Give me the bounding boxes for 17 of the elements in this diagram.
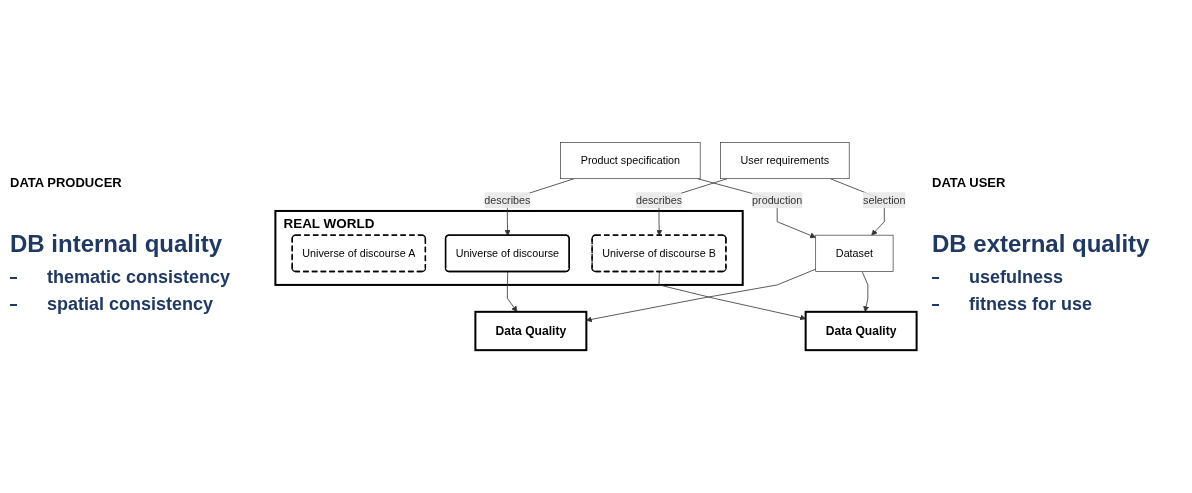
list-item: thematic consistency: [47, 267, 231, 288]
node-box: Dataset: [815, 235, 894, 273]
list-item: spatial consistency: [47, 294, 214, 315]
list-item: fitness for use: [969, 294, 1093, 315]
edge-label: production: [752, 194, 803, 206]
section-heading: DB internal quality: [10, 230, 223, 258]
role-label: DATA PRODUCER: [10, 175, 122, 190]
edge-label: describes: [484, 194, 531, 206]
edge-label: describes: [635, 194, 683, 206]
edge-label: selection: [863, 194, 906, 206]
node-box: User requirements: [720, 142, 850, 180]
node-box: Data Quality: [474, 311, 588, 352]
node-box: Data Quality: [804, 311, 918, 352]
role-label: DATA USER: [932, 175, 1006, 190]
section-heading: DB external quality: [932, 230, 1150, 258]
node-box: Product specification: [560, 142, 701, 180]
list-item: usefulness: [969, 267, 1064, 288]
